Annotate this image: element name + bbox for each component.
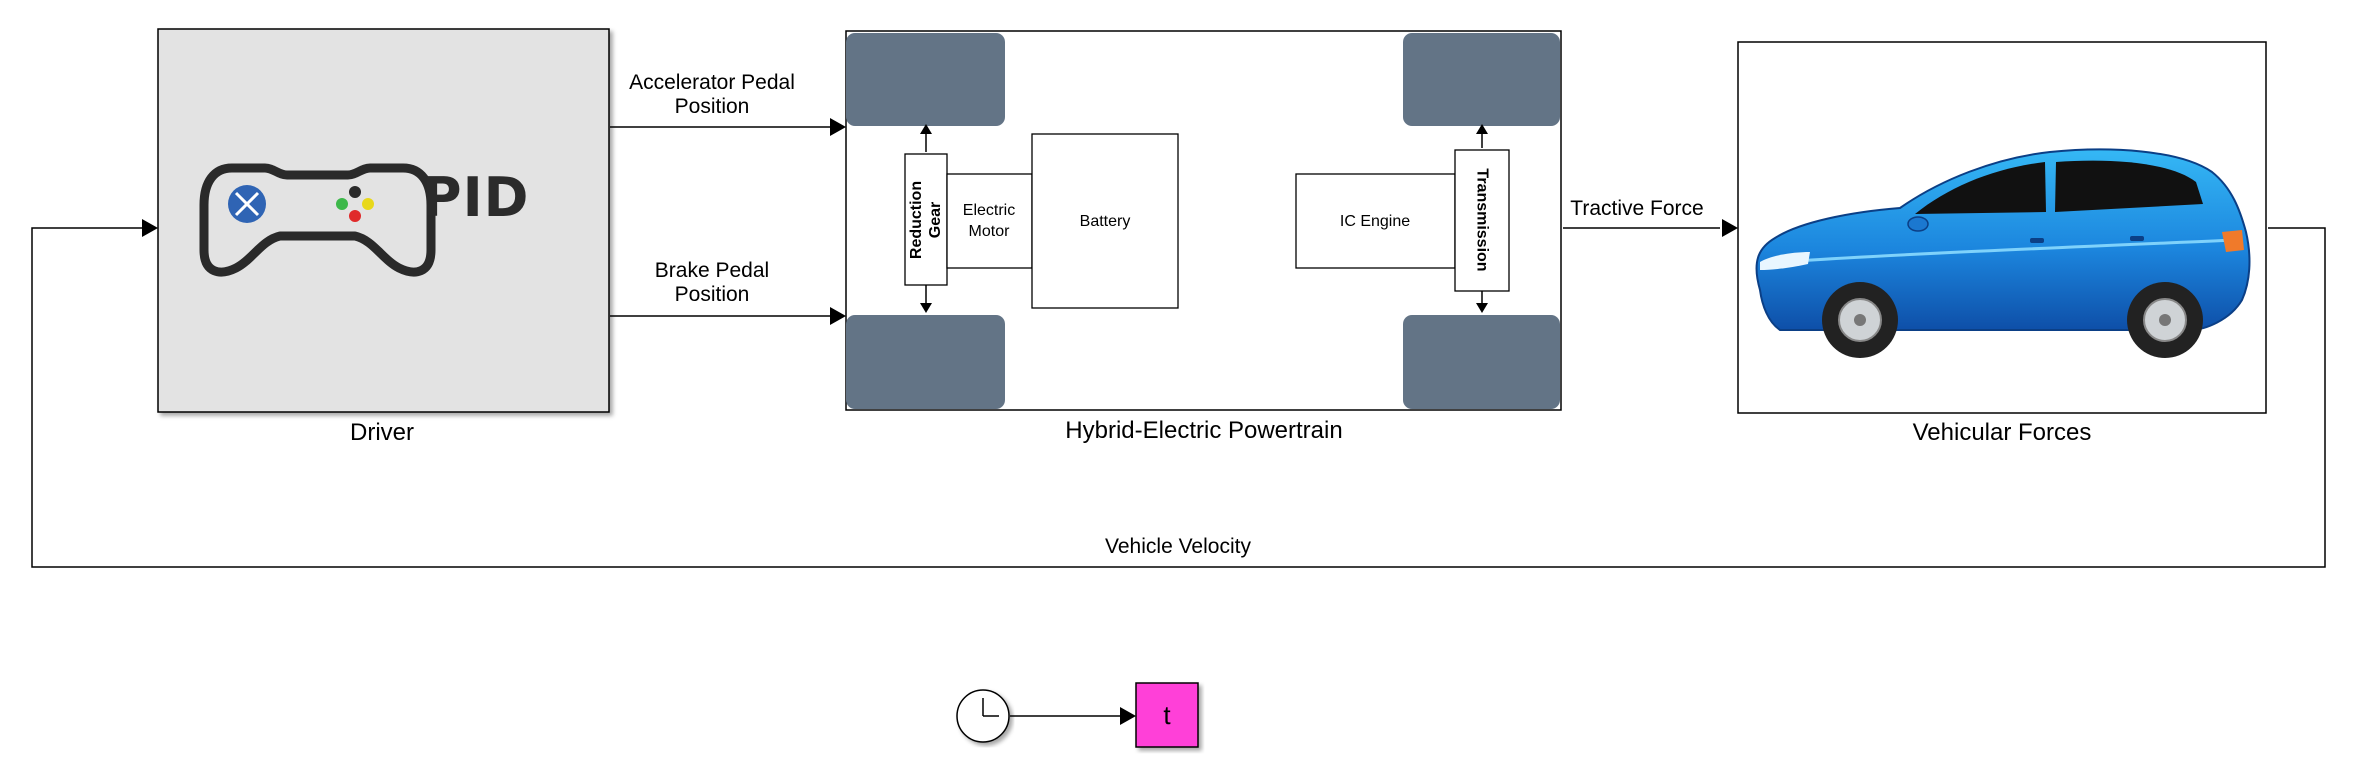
to-workspace-label: t [1163,700,1171,730]
wheel-rear-right [1403,315,1560,409]
wheel-front-right [1403,33,1560,126]
reduction-gear-label-line1: Reduction [908,180,925,260]
button-red-icon [349,210,361,222]
car-icon [1755,148,2251,358]
driver-block-title: Driver [350,419,414,446]
accelerator-label-line1: Accelerator Pedal [629,71,795,94]
wheel-rear-left [846,315,1005,409]
powertrain-block-title: Hybrid-Electric Powertrain [1065,417,1343,444]
electric-motor-box [946,173,1033,269]
electric-motor-label: Electric Motor [963,200,1015,242]
brake-arrow [830,307,846,325]
button-green-icon [336,198,348,210]
driver-block[interactable] [157,28,610,413]
reduction-gear-label-line2: Gear [927,201,944,239]
gamepad-icon [199,163,436,277]
battery-label: Battery [1079,213,1131,230]
powertrain-block[interactable] [845,30,1562,411]
to-workspace-block[interactable] [1135,682,1199,748]
signal-lines [31,126,2326,717]
tractive-force-arrow [1722,219,1738,237]
battery-box [1031,133,1179,309]
ic-engine-label: IC Engine [1339,213,1411,230]
vehicle-velocity-line[interactable] [31,227,2326,568]
reduction-gear-label: Reduction Gear [907,181,945,259]
driver-input-arrow [142,219,158,237]
transmission-box [1454,149,1510,292]
transmission-label: Transmission [1473,168,1491,272]
accelerator-arrow [830,118,846,136]
ic-engine-box [1295,173,1456,269]
brake-signal-label: Brake Pedal Position [655,259,769,307]
button-yellow-icon [362,198,374,210]
vehicle-block-title: Vehicular Forces [1912,419,2092,446]
reduction-gear-box [904,153,948,286]
accelerator-signal-label: Accelerator Pedal Position [629,71,795,119]
brake-label-line1: Brake Pedal [654,259,770,282]
button-dark-icon [349,186,361,198]
accelerator-label-line2: Position [674,95,750,118]
pid-logo-text: PID [422,166,530,229]
brake-label-line2: Position [674,283,750,306]
vehicle-block[interactable] [1737,41,2267,414]
electric-motor-label-line2: Motor [968,223,1010,240]
vehicle-velocity-label: Vehicle Velocity [1105,535,1251,558]
wheel-front-left [846,33,1005,126]
clock-block[interactable] [956,689,1010,743]
time-arrow [1120,707,1136,725]
tractive-force-label: Tractive Force [1570,197,1704,220]
arrowheads [142,118,1738,725]
electric-motor-label-line1: Electric [962,202,1016,219]
